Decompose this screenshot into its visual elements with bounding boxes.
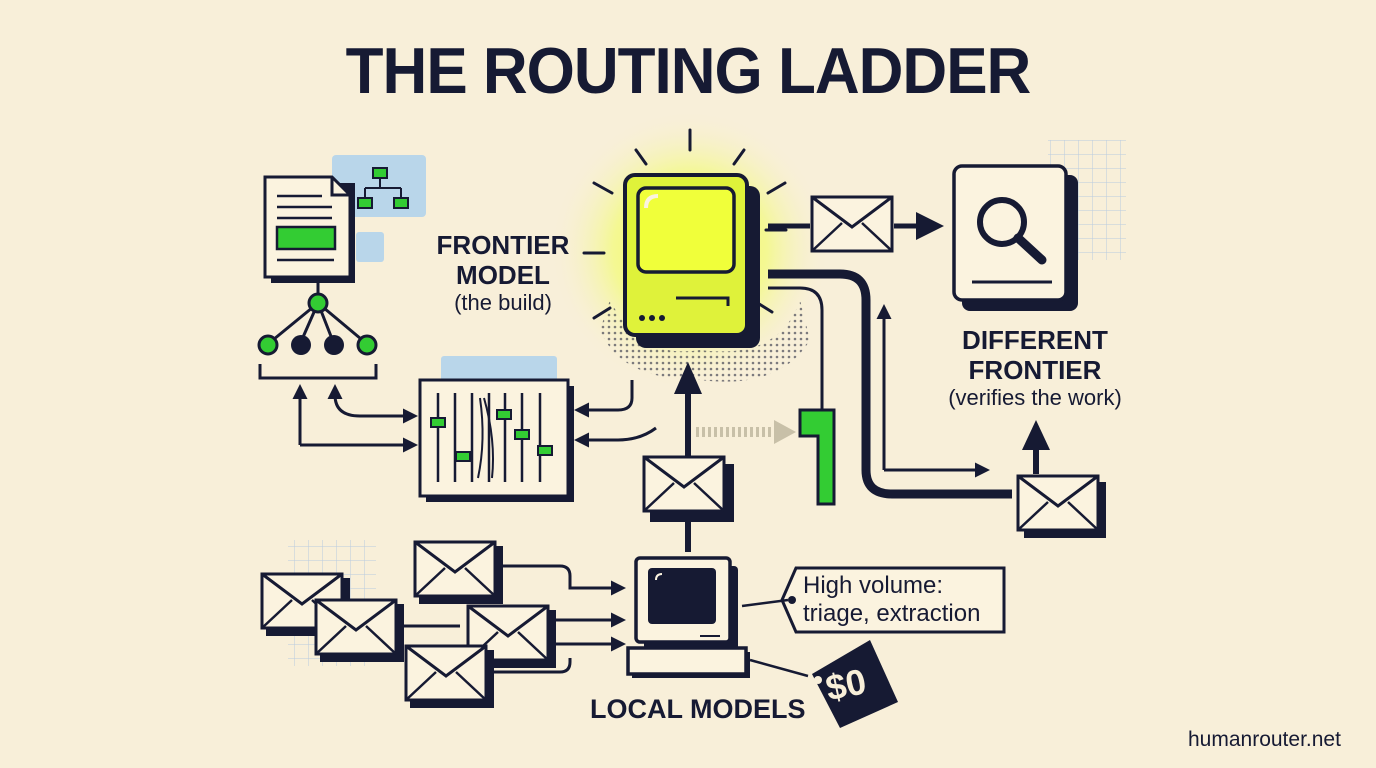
envelope-connectors — [400, 564, 626, 674]
site-link[interactable]: humanrouter.net — [1188, 728, 1341, 751]
left-connectors — [292, 380, 657, 453]
hierarchy-icon — [332, 155, 426, 262]
volume-note-tag — [741, 566, 1006, 634]
computer-icon — [623, 173, 760, 348]
envelope-cluster — [260, 540, 556, 708]
frontier-line1: FRONTIER — [436, 230, 570, 260]
desktop-computer-icon — [626, 556, 750, 678]
frontier-label: FRONTIER MODEL (the build) — [428, 230, 578, 316]
frontier-line2: MODEL — [456, 260, 550, 290]
envelope-icon — [1016, 474, 1100, 532]
envelope-icon — [404, 644, 488, 702]
different-sub: (verifies the work) — [948, 385, 1122, 410]
tree-icon — [257, 280, 378, 380]
different-frontier-label: DIFFERENT FRONTIER (verifies the work) — [895, 325, 1175, 411]
right-loop — [768, 269, 1012, 499]
volume-note-line1: High volume: — [803, 572, 944, 599]
envelope-icon — [314, 598, 398, 656]
sliders-icon — [418, 356, 574, 502]
top-route — [768, 195, 944, 253]
faded-arrow-head — [774, 420, 796, 444]
green-block — [798, 408, 836, 506]
envelope-icon — [810, 195, 894, 253]
up-route — [642, 362, 734, 552]
envelope-icon — [413, 540, 497, 598]
volume-note-line2: triage, extraction — [803, 600, 981, 627]
magnifier-icon — [952, 164, 1078, 311]
rays — [582, 128, 788, 320]
price-label: $0 — [822, 660, 870, 709]
shadow-dots — [600, 300, 810, 382]
page-title: THE ROUTING LADDER — [345, 35, 1032, 108]
local-models-label: LOCAL MODELS — [590, 694, 806, 724]
frontier-sub: (the build) — [454, 290, 552, 315]
document-icon — [263, 175, 355, 283]
verifier-envelope — [1016, 420, 1106, 538]
price-tag-icon — [749, 640, 898, 728]
different-line1: DIFFERENT — [962, 325, 1108, 355]
envelope-icon — [642, 455, 726, 513]
volume-note: High volume: triage, extraction — [803, 572, 980, 628]
different-line2: FRONTIER — [968, 355, 1102, 385]
